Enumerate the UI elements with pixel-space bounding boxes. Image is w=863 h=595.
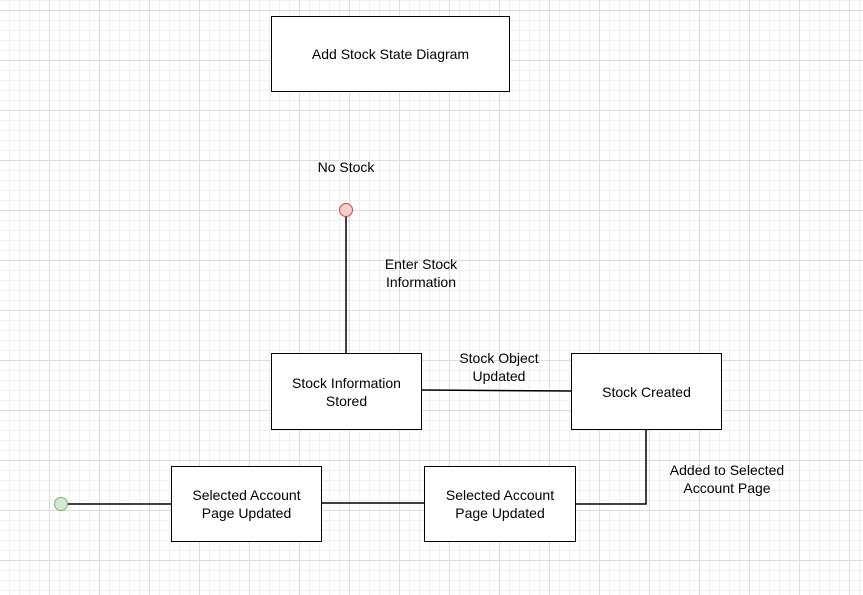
state-label: Selected Account Page Updated <box>192 487 301 521</box>
diagram-title: Add Stock State Diagram <box>311 46 470 62</box>
start-state-label: No Stock <box>317 159 375 175</box>
state-label: Selected Account Page Updated <box>445 487 555 521</box>
state-stock-created[interactable]: Stock Created <box>571 353 722 430</box>
state-selected-account-page-updated-a[interactable]: Selected Account Page Updated <box>171 466 322 542</box>
state-label: Stock Information Stored <box>292 374 401 409</box>
edge-label-added-to-selected-account-page: Added to Selected Account Page <box>669 462 785 496</box>
edge-created-to-updated-b[interactable] <box>575 429 647 505</box>
final-state-icon[interactable] <box>54 497 68 511</box>
diagram-title-box[interactable]: Add Stock State Diagram <box>271 16 510 92</box>
state-label: Stock Created <box>602 383 691 400</box>
initial-state-icon[interactable] <box>339 203 353 217</box>
edge-label-enter-stock-information: Enter Stock Information <box>384 256 458 290</box>
edge-stored-to-created[interactable] <box>420 389 572 392</box>
edge-label-stock-object-updated: Stock Object Updated <box>459 350 539 384</box>
state-stock-information-stored[interactable]: Stock Information Stored <box>271 353 422 430</box>
state-selected-account-page-updated-b[interactable]: Selected Account Page Updated <box>424 466 576 542</box>
